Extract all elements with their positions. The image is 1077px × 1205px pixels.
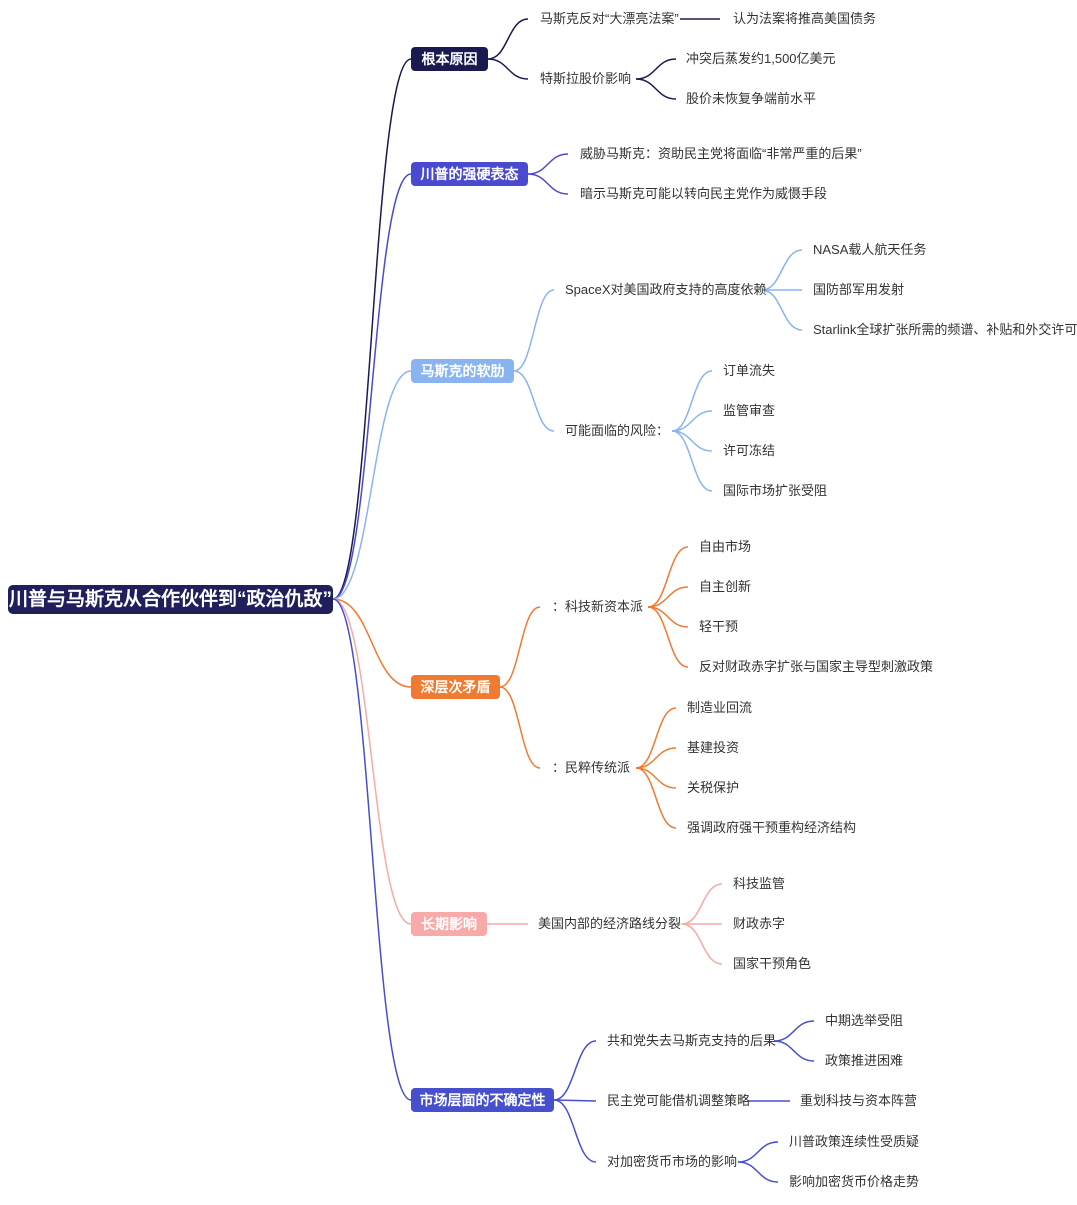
leaf-order-loss[interactable]: 订单流失: [723, 363, 776, 378]
link-b6-c1-g2: [773, 1040, 815, 1062]
leaf-spacex-dependence[interactable]: SpaceX对美国政府支持的高度依赖: [565, 282, 767, 297]
link-b6-c1-g1: [773, 1020, 815, 1042]
leaf-realign-camps[interactable]: 重划科技与资本阵营: [800, 1093, 918, 1108]
branch-root-cause[interactable]: 根本原因: [411, 47, 488, 71]
link-b6-c2: [553, 1099, 597, 1102]
link-b4-c2: [499, 686, 541, 769]
leaf-tariff[interactable]: 关税保护: [687, 780, 740, 795]
leaf-starlink[interactable]: Starlink全球扩张所需的频谱、补贴和外交许可: [813, 322, 1077, 337]
leaf-debt-raise[interactable]: 认为法案将推高美国债务: [733, 11, 877, 26]
link-root-b2: [332, 173, 412, 600]
link-b4-c2-g1: [635, 707, 677, 769]
link-b1-c2-g1: [635, 58, 677, 80]
link-root-b6: [332, 598, 412, 1101]
leaf-policy-continuity[interactable]: 川普政策连续性受质疑: [789, 1134, 920, 1149]
link-b4-c2-g2: [635, 747, 677, 769]
leaf-hint-democrat[interactable]: 暗示马斯克可能以转向民主党作为威慑手段: [580, 186, 828, 201]
leaf-economic-split[interactable]: 美国内部的经济路线分裂: [538, 916, 682, 931]
link-b3-c2-g1: [671, 370, 713, 432]
link-b3-c1-g3: [761, 289, 803, 331]
link-b6-c3: [553, 1099, 597, 1163]
leaf-midterm[interactable]: 中期选举受阻: [825, 1013, 904, 1028]
link-b3-c2-g2: [671, 410, 713, 432]
link-root-b5: [332, 598, 412, 925]
leaf-nasa[interactable]: NASA载人航天任务: [813, 242, 927, 257]
leaf-crypto-price[interactable]: 影响加密货币价格走势: [789, 1174, 920, 1189]
leaf-strong-gov[interactable]: 强调政府强干预重构经济结构: [687, 820, 857, 835]
leaf-crypto-impact[interactable]: 对加密货币市场的影响: [607, 1154, 738, 1169]
leaf-tesla-stock[interactable]: 特斯拉股价影响: [540, 71, 632, 86]
link-b5-c1-g3: [681, 923, 723, 965]
leaf-policy-difficulty[interactable]: 政策推进困难: [825, 1053, 904, 1068]
leaf-oppose-deficit[interactable]: 反对财政赤字扩张与国家主导型刺激政策: [699, 659, 934, 674]
link-b4-c2-g4: [635, 767, 677, 829]
link-b4-c1-g4: [647, 606, 689, 668]
leaf-threat-musk[interactable]: 威胁马斯克：资助民主党将面临“非常严重的后果”: [580, 146, 862, 161]
link-b3-c1: [513, 289, 555, 372]
leaf-gop-loses-support[interactable]: 共和党失去马斯克支持的后果: [607, 1033, 777, 1048]
root-node[interactable]: 川普与马斯克从合作伙伴到“政治仇敌”: [8, 585, 333, 614]
branch-long-term[interactable]: 长期影响: [411, 912, 487, 936]
leaf-dem-strategy[interactable]: 民主党可能借机调整策略: [607, 1093, 751, 1108]
leaf-regulatory-review[interactable]: 监管审查: [723, 403, 776, 418]
leaf-fiscal-deficit[interactable]: 财政赤字: [733, 916, 786, 931]
leaf-reshoring[interactable]: 制造业回流: [687, 700, 753, 715]
link-b6-c3-g2: [737, 1161, 779, 1183]
leaf-tech-regulation[interactable]: 科技监管: [733, 876, 786, 891]
branch-market-uncertainty[interactable]: 市场层面的不确定性: [411, 1088, 554, 1112]
link-b6-c3-g1: [737, 1141, 779, 1163]
link-b3-c2-g4: [671, 430, 713, 492]
leaf-tech-capital[interactable]: ：科技新资本派: [552, 599, 644, 614]
leaf-light-intervention[interactable]: 轻干预: [699, 619, 739, 634]
link-b5-c1-g1: [681, 883, 723, 925]
link-b1-c2-g2: [635, 78, 677, 100]
leaf-infrastructure[interactable]: 基建投资: [687, 740, 740, 755]
leaf-150b-loss[interactable]: 冲突后蒸发约1,500亿美元: [686, 51, 836, 66]
link-root-b3: [332, 370, 412, 600]
link-b2-c1: [527, 153, 569, 175]
link-b4-c1-g2: [647, 586, 689, 608]
link-root-b1: [332, 58, 412, 600]
leaf-innovation[interactable]: 自主创新: [699, 579, 752, 594]
leaf-musk-opposes-bill[interactable]: 马斯克反对“大漂亮法案”: [540, 11, 679, 26]
leaf-stock-not-recovered[interactable]: 股价未恢复争端前水平: [686, 91, 817, 106]
branch-deep-conflict[interactable]: 深层次矛盾: [411, 675, 500, 699]
link-b6-c1: [553, 1040, 597, 1101]
link-root-b4: [332, 598, 412, 688]
leaf-possible-risks[interactable]: 可能面临的风险：: [565, 423, 670, 438]
branch-musk-weakness[interactable]: 马斯克的软肋: [411, 359, 514, 383]
leaf-populist[interactable]: ：民粹传统派: [552, 760, 631, 775]
leaf-license-freeze[interactable]: 许可冻结: [723, 443, 776, 458]
branch-trump-stance[interactable]: 川普的强硬表态: [411, 162, 528, 186]
link-b3-c2: [513, 370, 555, 432]
leaf-free-market[interactable]: 自由市场: [699, 539, 752, 554]
link-b1-c2: [487, 58, 529, 80]
link-b4-c1: [499, 606, 541, 688]
link-b3-c1-g1: [761, 249, 803, 291]
leaf-intl-expansion[interactable]: 国际市场扩张受阻: [723, 483, 828, 498]
leaf-state-role[interactable]: 国家干预角色: [733, 956, 812, 971]
leaf-dod[interactable]: 国防部军用发射: [813, 282, 905, 297]
link-b1-c1: [487, 18, 529, 60]
link-b4-c1-g1: [647, 546, 689, 608]
link-b2-c2: [527, 173, 569, 195]
